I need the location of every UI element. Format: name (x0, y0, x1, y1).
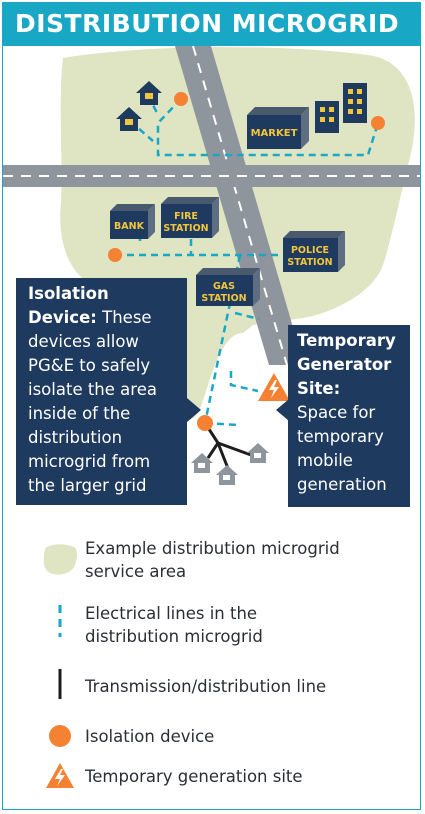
generator-callout-pointer (276, 399, 289, 421)
gas-station-label-line2: STATION (201, 293, 246, 304)
isolation-device-dot (371, 116, 385, 130)
legend-isolation-text: Isolation device (85, 727, 215, 746)
legend-electrical-lines-text: Electrical lines in the distribution mic… (85, 604, 263, 646)
house-icon (247, 443, 269, 463)
generator-callout-line: mobile (297, 451, 353, 470)
electrical-line-legend-icon (58, 605, 62, 637)
police-station-building: POLICE STATION (283, 231, 345, 272)
service-area-legend-icon (43, 544, 78, 575)
isolation-callout-line: isolate the area (28, 380, 157, 399)
transmission-line-legend-icon (58, 669, 62, 699)
transmission-lines (203, 422, 252, 472)
market-label: MARKET (251, 128, 298, 139)
generator-callout-line: Space for (297, 403, 376, 422)
horizontal-road (3, 165, 420, 187)
fire-station-label-line2: STATION (163, 223, 208, 234)
diagonal-road (175, 45, 304, 366)
legend-generation-text: Temporary generation site (85, 767, 303, 786)
generator-site-callout: Temporary Generator Site: Space for temp… (288, 325, 410, 507)
house-icon (136, 81, 162, 105)
page-title: DISTRIBUTION MICROGRID (15, 9, 400, 38)
generator-callout-line: temporary (297, 427, 384, 446)
police-station-label-line1: POLICE (291, 245, 329, 256)
isolation-device-dot (108, 248, 122, 262)
isolation-device-dot (197, 415, 213, 431)
bank-label: BANK (114, 221, 145, 232)
gas-station-label-line1: GAS (213, 281, 235, 292)
market-building: MARKET (247, 107, 309, 149)
isolation-callout-line: Device: These (28, 308, 152, 327)
isolation-device-dot (174, 92, 188, 106)
temporary-generator-icon (258, 373, 290, 401)
generation-site-legend-icon (46, 763, 74, 788)
legend-service-area-text: Example distribution microgrid service a… (85, 539, 340, 581)
isolation-callout-heading-line1: Isolation (28, 284, 109, 303)
title-banner: DISTRIBUTION MICROGRID (3, 3, 420, 46)
infographic-frame: DISTRIBUTION MICROGRID (2, 2, 421, 810)
generator-callout-heading-line: Generator (297, 355, 392, 374)
isolation-callout-line: PG&E to safely (28, 356, 151, 375)
isolation-callout-line: the larger grid (28, 476, 147, 495)
gas-station-building: GAS STATION (196, 268, 260, 306)
generator-callout-heading-line: Site: (297, 379, 341, 398)
isolation-callout-line: devices allow (28, 332, 139, 351)
legend-transmission-text: Transmission/distribution line (85, 677, 327, 696)
microgrid-map: MARKET BANK FIRE STATION POLICE STATION (3, 45, 420, 485)
bank-building: BANK (110, 204, 155, 239)
house-icon (116, 107, 142, 131)
generator-callout-line: generation (297, 475, 387, 494)
isolation-callout-heading-line2: Device: (28, 308, 97, 327)
isolation-device-legend-icon (49, 725, 71, 747)
fire-station-label-line1: FIRE (174, 211, 198, 222)
isolation-callout-pointer (187, 398, 201, 422)
isolation-callout-line: inside of the (28, 404, 131, 423)
police-station-label-line2: STATION (287, 257, 332, 268)
isolation-callout-line: distribution (28, 428, 123, 447)
isolation-callout-line: microgrid from (28, 452, 151, 471)
isolation-device-callout: Isolation Device: These devices allow PG… (16, 278, 187, 505)
apartment-building-icon (315, 83, 367, 133)
house-icon (191, 453, 213, 473)
house-icon (216, 465, 238, 485)
fire-station-building: FIRE STATION (161, 197, 219, 238)
generator-callout-heading-line: Temporary (297, 331, 396, 350)
